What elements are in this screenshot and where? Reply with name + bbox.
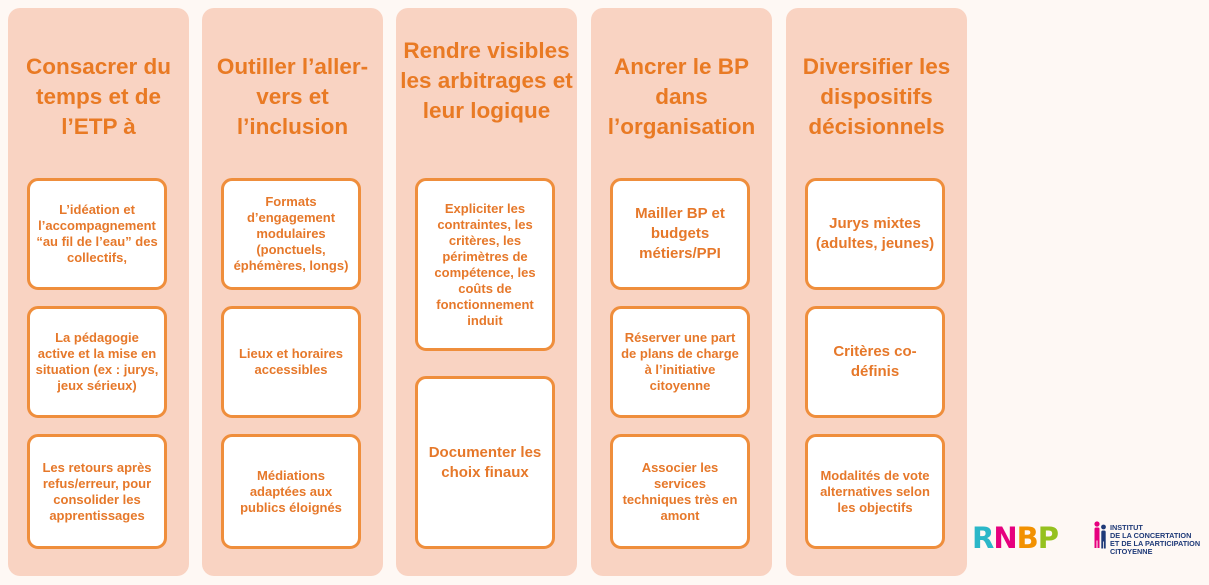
institute-logo: INSTITUT DE LA CONCERTATION ET DE LA PAR… — [1093, 521, 1200, 557]
column-1: Consacrer du temps et de l’ETP à L’idéat… — [8, 8, 189, 576]
action-box: Lieux et horaires accessibles — [221, 306, 361, 418]
column-title: Diversifier les dispositifs décisionnels — [802, 54, 951, 139]
action-box: Réserver une part de plans de charge à l… — [610, 306, 750, 418]
rnbp-letter: N — [993, 521, 1017, 555]
action-box: Formats d’engagement modulaires (ponctue… — [221, 178, 361, 290]
institute-name: INSTITUT DE LA CONCERTATION ET DE LA PAR… — [1110, 524, 1200, 556]
institute-line: CITOYENNE — [1110, 547, 1153, 556]
action-box: Les retours après refus/erreur, pour con… — [27, 434, 167, 549]
institute-line: ET DE LA PARTICIPATION — [1110, 539, 1201, 548]
action-box: La pédagogie active et la mise en situat… — [27, 306, 167, 418]
action-box: Médiations adaptées aux publics éloignés — [221, 434, 361, 549]
rnbp-letter: P — [1037, 521, 1059, 555]
action-box: Associer les services techniques très en… — [610, 434, 750, 549]
action-box: Expliciter les contraintes, les critères… — [415, 178, 555, 351]
rnbp-logo: R N B P — [972, 521, 1059, 555]
action-box: L’idéation et l’accompagnement “au fil d… — [27, 178, 167, 290]
column-title: Rendre visibles les arbitrages et leur l… — [400, 38, 573, 123]
action-box: Documenter les choix finaux — [415, 376, 555, 549]
institute-line: DE LA CONCERTATION — [1110, 531, 1192, 540]
people-icon — [1094, 521, 1106, 549]
action-box: Critères co-définis — [805, 306, 945, 418]
column-4: Ancrer le BP dans l’organisation Mailler… — [591, 8, 772, 576]
column-5: Diversifier les dispositifs décisionnels… — [786, 8, 967, 576]
column-title: Ancrer le BP dans l’organisation — [607, 54, 756, 139]
column-title: Consacrer du temps et de l’ETP à — [25, 54, 172, 139]
action-box: Modalités de vote alternatives selon les… — [805, 434, 945, 549]
column-title: Outiller l’aller-vers et l’inclusion — [216, 54, 369, 139]
institute-line: INSTITUT — [1110, 523, 1143, 532]
column-3: Rendre visibles les arbitrages et leur l… — [396, 8, 577, 576]
action-box: Mailler BP et budgets métiers/PPI — [610, 178, 750, 290]
rnbp-letter: B — [1016, 521, 1039, 555]
action-box: Jurys mixtes (adultes, jeunes) — [805, 178, 945, 290]
rnbp-letter: R — [972, 521, 994, 555]
column-2: Outiller l’aller-vers et l’inclusion For… — [202, 8, 383, 576]
